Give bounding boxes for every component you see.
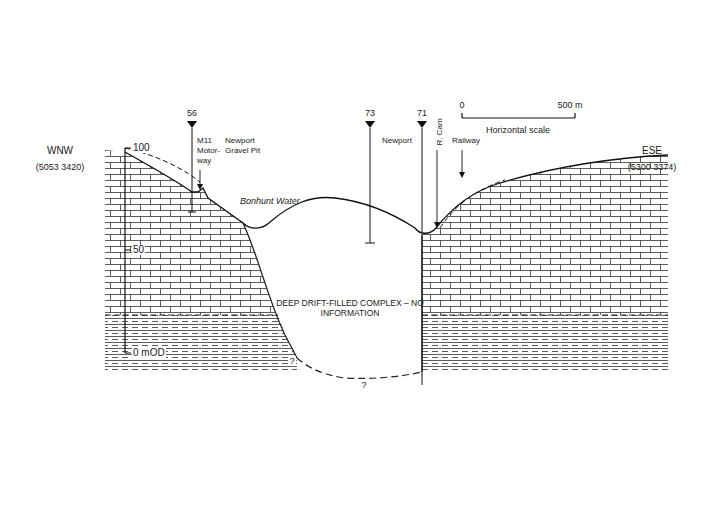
map-label: DEEP DRIFT-FILLED COMPLEX – NO INFORMATI… bbox=[275, 298, 425, 318]
chalk-left bbox=[105, 150, 297, 372]
map-label: Newport Gravel Pit bbox=[224, 136, 266, 156]
height-axis bbox=[125, 148, 131, 353]
map-label: 0 bbox=[459, 100, 464, 110]
map-label: 56 bbox=[187, 108, 197, 118]
borehole-line bbox=[188, 128, 422, 243]
map-label: (5053 3420) bbox=[36, 162, 85, 172]
borehole-line bbox=[422, 236, 423, 385]
map-label: 500 m bbox=[557, 100, 582, 110]
map-label: Newport bbox=[381, 136, 413, 146]
leader-arrow bbox=[200, 150, 462, 226]
map-label: Railway bbox=[451, 136, 481, 146]
map-label: 50 bbox=[132, 245, 145, 255]
map-label: Bonhunt Water bbox=[240, 196, 300, 206]
lower-chalk-left bbox=[105, 315, 297, 372]
valley-floor bbox=[297, 358, 422, 378]
map-label: Horizontal scale bbox=[486, 125, 550, 135]
map-label: ? bbox=[360, 380, 367, 390]
chalk-boundary bbox=[105, 315, 668, 316]
map-label: 73 bbox=[365, 108, 375, 118]
lower-chalk-left-hatch bbox=[105, 315, 297, 372]
lower-chalk-right-hatch bbox=[422, 315, 668, 372]
map-label: 100 bbox=[132, 143, 151, 153]
scale-bar bbox=[462, 113, 575, 118]
former-surface bbox=[125, 148, 200, 182]
map-label: R. Cam bbox=[435, 118, 445, 145]
map-label: 0 mOD bbox=[132, 348, 166, 358]
valley-wall bbox=[243, 223, 297, 358]
map-label: 71 bbox=[417, 108, 427, 118]
chalk-right bbox=[422, 155, 668, 372]
borehole-symbol bbox=[187, 121, 427, 128]
map-label: ESE bbox=[642, 146, 662, 156]
former-surface bbox=[440, 180, 505, 228]
arrow-head bbox=[197, 172, 465, 228]
map-label: WNW bbox=[47, 146, 73, 156]
map-label: ? bbox=[288, 356, 295, 366]
map-label: (5300 3374) bbox=[628, 162, 677, 172]
lower-chalk-right bbox=[422, 315, 668, 372]
